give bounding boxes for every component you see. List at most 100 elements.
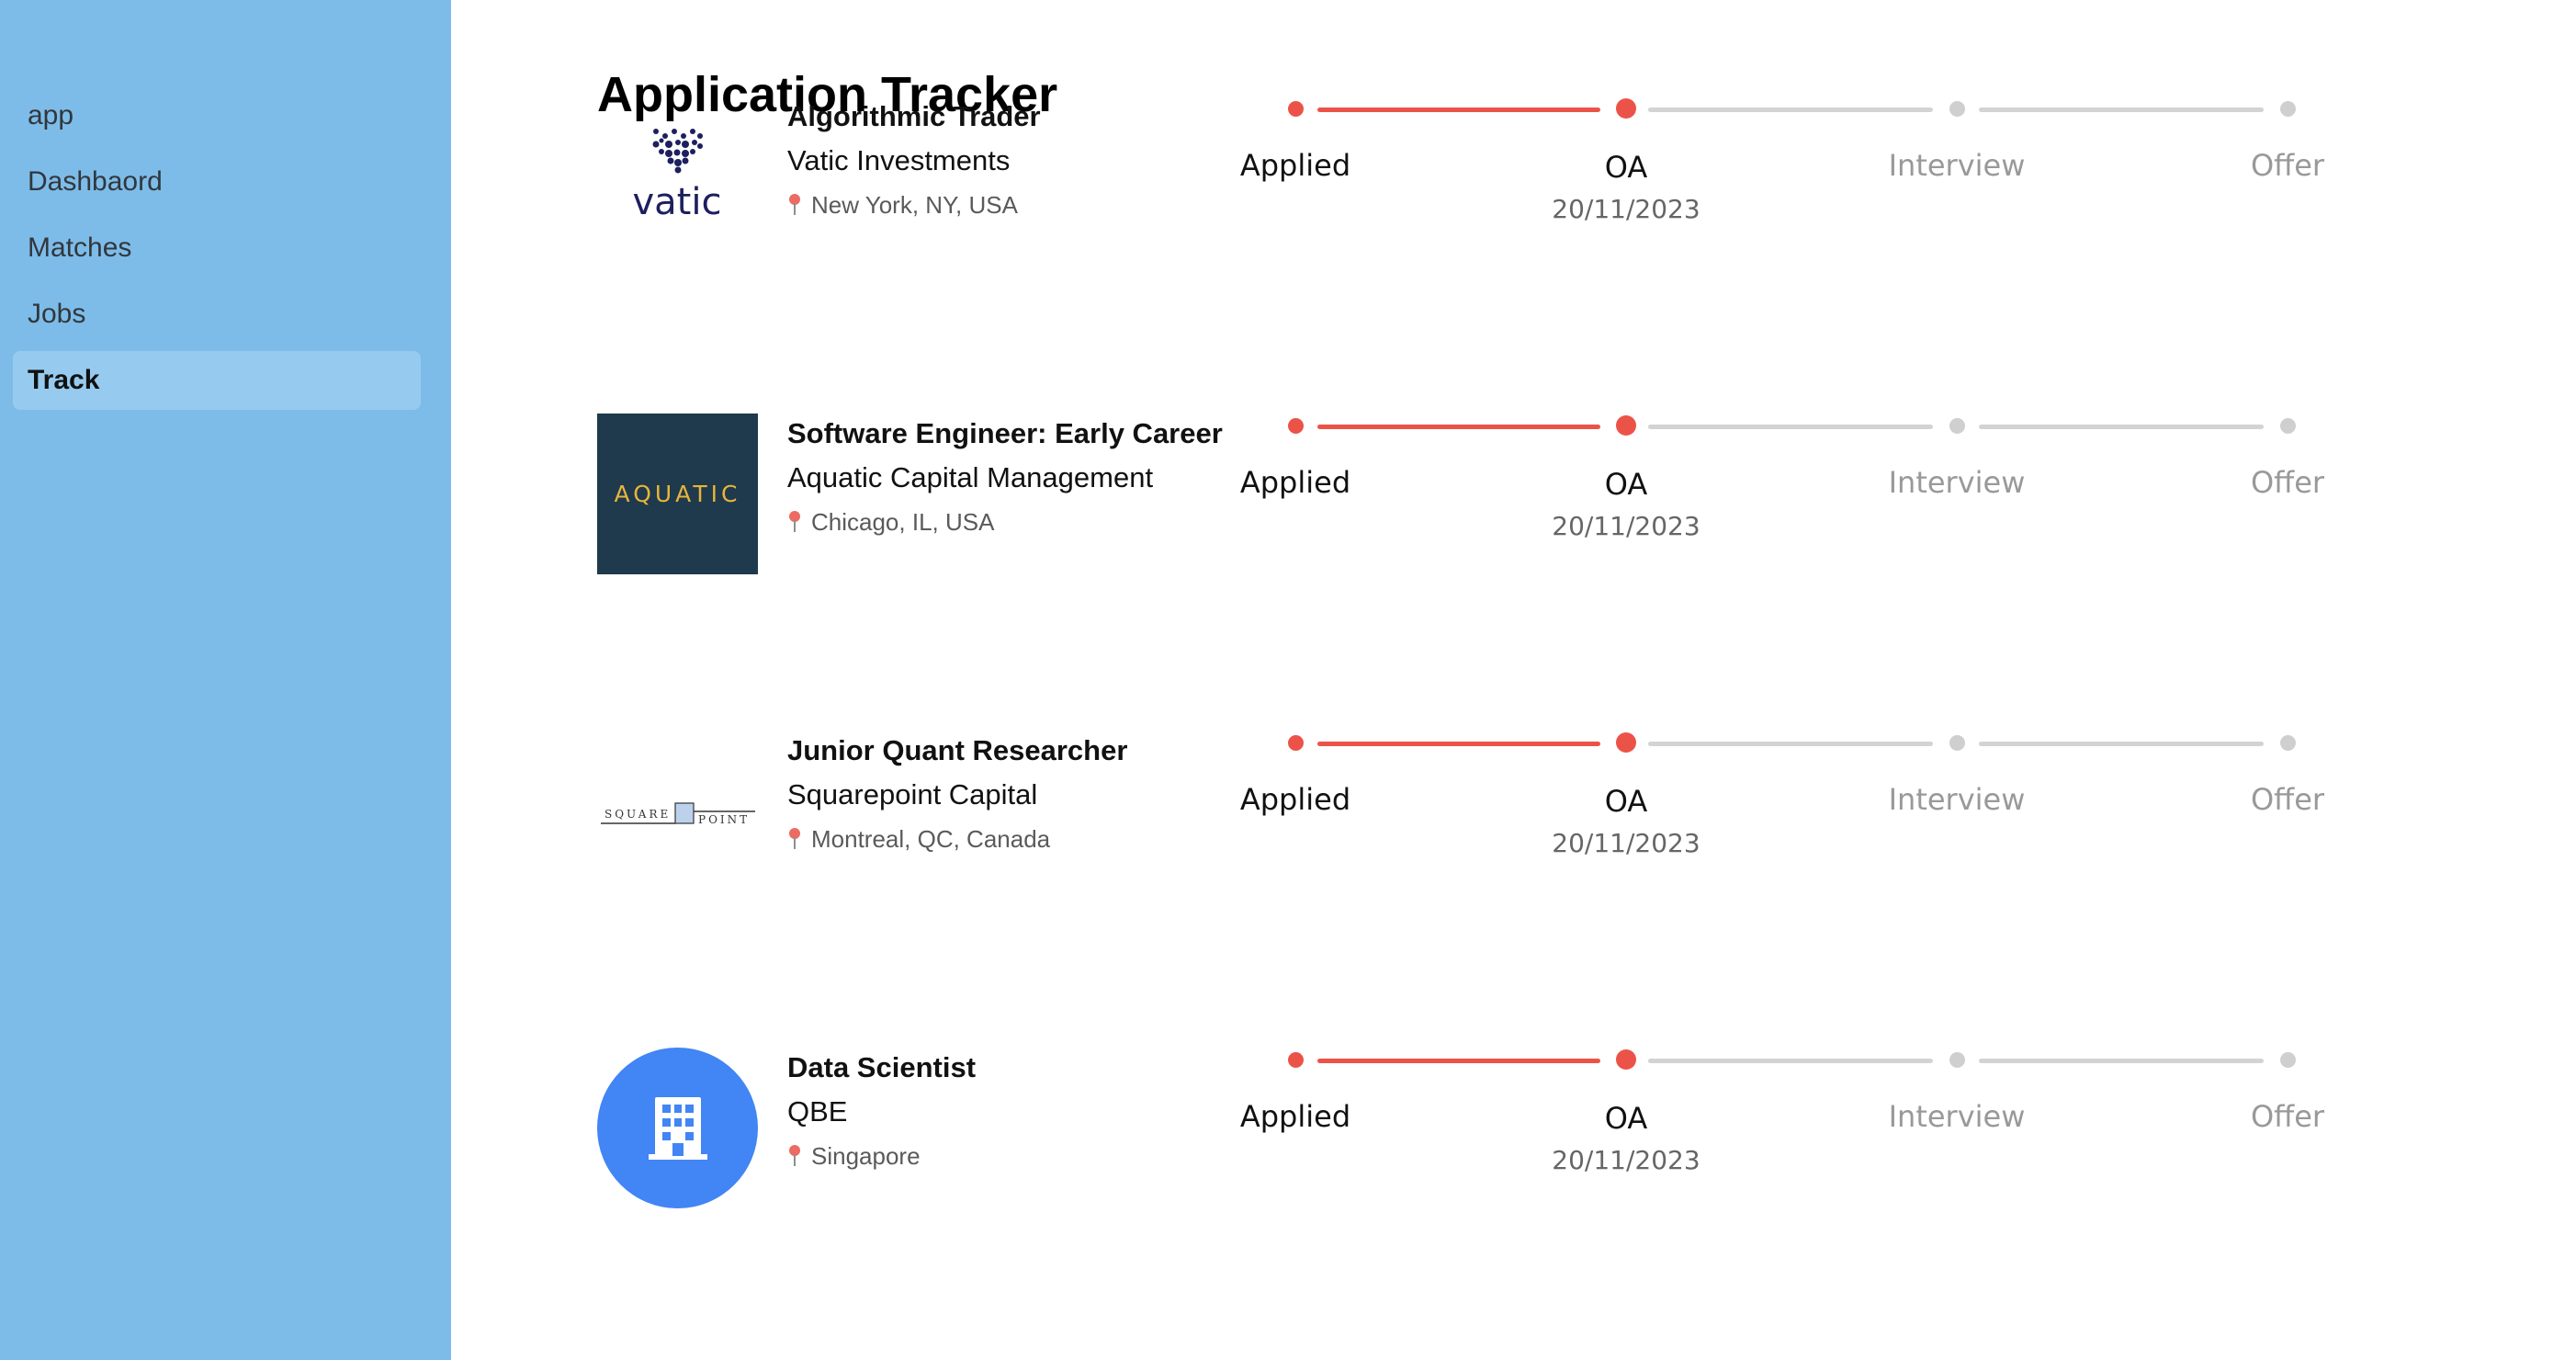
location-text: Singapore: [811, 1141, 921, 1170]
progress-connector: [1648, 425, 1933, 429]
progress-dot: [1949, 418, 1965, 434]
progress-dot: [1616, 415, 1636, 436]
sidebar-item-app[interactable]: app: [13, 86, 421, 145]
progress-connector: [1317, 108, 1600, 112]
vatic-logo: vatic: [597, 96, 758, 257]
location-pin-icon: [787, 193, 802, 217]
progress-step-offer: Offer: [2177, 101, 2398, 183]
progress-connector: [1979, 108, 2264, 112]
progress-dot: [1287, 101, 1304, 117]
progress-connector: [1648, 108, 1933, 112]
progress-dot: [1949, 101, 1965, 117]
progress-dot: [1616, 732, 1636, 753]
progress-step-oa: OA 20/11/2023: [1516, 98, 1736, 224]
step-label: Interview: [1888, 148, 2026, 183]
application-card[interactable]: SQUARE POINT Junior Quant Researcher Squ…: [451, 634, 2576, 873]
progress-step-applied: Applied: [1185, 101, 1406, 183]
sidebar-item-matches[interactable]: Matches: [13, 219, 421, 278]
application-card[interactable]: Data Scientist QBE Singapore Applied OA …: [451, 951, 2576, 1208]
progress-dot: [1287, 418, 1304, 434]
vatic-logo-text: vatic: [633, 181, 722, 223]
step-date: 20/11/2023: [1552, 1145, 1700, 1175]
sidebar-nav: app Dashbaord Matches Jobs Track: [13, 86, 421, 417]
application-card[interactable]: vatic Algorithmic Trader Vatic Investmen…: [451, 0, 2576, 239]
sidebar-item-label: app: [28, 100, 74, 130]
job-location: Chicago, IL, USA: [787, 502, 1265, 542]
job-location: Montreal, QC, Canada: [787, 819, 1265, 859]
progress-step-applied: Applied: [1185, 735, 1406, 817]
building-icon: [648, 1096, 707, 1160]
sidebar-item-jobs[interactable]: Jobs: [13, 285, 421, 344]
progress-dot: [2279, 735, 2296, 751]
application-card[interactable]: AQUATIC Software Engineer: Early Career …: [451, 317, 2576, 574]
sidebar-item-label: Jobs: [28, 299, 86, 329]
job-title: Algorithmic Trader: [787, 100, 1041, 132]
step-label: OA: [1604, 784, 1648, 819]
progress-step-offer: Offer: [2177, 1052, 2398, 1134]
progress-connector: [1648, 742, 1933, 746]
progress-tracker: Applied OA 20/11/2023 Interview Offer: [1240, 732, 2490, 873]
location-pin-icon: [787, 1144, 802, 1168]
progress-tracker: Applied OA 20/11/2023 Interview Offer: [1240, 98, 2490, 239]
step-label: OA: [1604, 150, 1648, 185]
step-label: Applied: [1239, 148, 1351, 183]
progress-step-oa: OA 20/11/2023: [1516, 415, 1736, 541]
progress-step-applied: Applied: [1185, 418, 1406, 500]
progress-step-interview: Interview: [1847, 735, 2067, 817]
step-label: Interview: [1888, 465, 2026, 500]
location-text: Montreal, QC, Canada: [811, 824, 1051, 853]
sidebar-item-track[interactable]: Track: [13, 351, 421, 410]
step-label: OA: [1604, 467, 1648, 502]
squarepoint-logo-text-right: POINT: [698, 813, 750, 826]
step-label: Offer: [2250, 148, 2325, 183]
aquatic-logo: AQUATIC: [597, 414, 758, 574]
step-date: 20/11/2023: [1552, 194, 1700, 224]
sidebar-item-dashboard[interactable]: Dashbaord: [13, 153, 421, 211]
sidebar-item-label: Dashbaord: [28, 166, 163, 197]
location-pin-icon: [787, 827, 802, 851]
step-label: OA: [1604, 1101, 1648, 1136]
squarepoint-logo-text-left: SQUARE: [604, 808, 671, 821]
progress-step-interview: Interview: [1847, 1052, 2067, 1134]
location-text: New York, NY, USA: [811, 190, 1018, 219]
step-label: Applied: [1239, 1099, 1351, 1134]
location-text: Chicago, IL, USA: [811, 507, 995, 536]
squarepoint-logo: SQUARE POINT: [597, 731, 758, 891]
step-label: Offer: [2250, 465, 2325, 500]
job-info: Data Scientist QBE Singapore: [787, 1048, 1265, 1176]
step-label: Applied: [1239, 465, 1351, 500]
company-name: Squarepoint Capital: [787, 778, 1038, 810]
step-date: 20/11/2023: [1552, 511, 1700, 541]
main-content: Application Tracker vatic Algorithmic Tr…: [451, 0, 2576, 1360]
progress-dot: [2279, 418, 2296, 434]
job-title: Data Scientist: [787, 1051, 977, 1083]
step-label: Offer: [2250, 782, 2325, 817]
progress-connector: [1979, 425, 2264, 429]
progress-dot: [1287, 735, 1304, 751]
page-title: Application Tracker: [597, 67, 1058, 122]
progress-dot: [1949, 1052, 1965, 1068]
progress-tracker: Applied OA 20/11/2023 Interview Offer: [1240, 1049, 2490, 1190]
progress-step-applied: Applied: [1185, 1052, 1406, 1134]
job-info: Software Engineer: Early Career Aquatic …: [787, 414, 1265, 542]
job-info: Junior Quant Researcher Squarepoint Capi…: [787, 731, 1265, 859]
progress-dot: [1616, 1049, 1636, 1070]
step-label: Applied: [1239, 782, 1351, 817]
job-location: Singapore: [787, 1136, 1265, 1176]
progress-step-interview: Interview: [1847, 418, 2067, 500]
progress-step-interview: Interview: [1847, 101, 2067, 183]
progress-step-offer: Offer: [2177, 735, 2398, 817]
progress-tracker: Applied OA 20/11/2023 Interview Offer: [1240, 415, 2490, 556]
progress-dot: [2279, 101, 2296, 117]
progress-dot: [2279, 1052, 2296, 1068]
progress-dot: [1949, 735, 1965, 751]
aquatic-logo-text: AQUATIC: [614, 481, 741, 507]
company-name: Vatic Investments: [787, 144, 1011, 176]
step-label: Interview: [1888, 1099, 2026, 1134]
progress-connector: [1317, 1059, 1600, 1063]
job-info: Algorithmic Trader Vatic Investments New…: [787, 96, 1265, 225]
job-title: Software Engineer: Early Career: [787, 417, 1223, 449]
progress-connector: [1317, 742, 1600, 746]
progress-step-oa: OA 20/11/2023: [1516, 1049, 1736, 1175]
sidebar-item-label: Track: [28, 365, 100, 395]
